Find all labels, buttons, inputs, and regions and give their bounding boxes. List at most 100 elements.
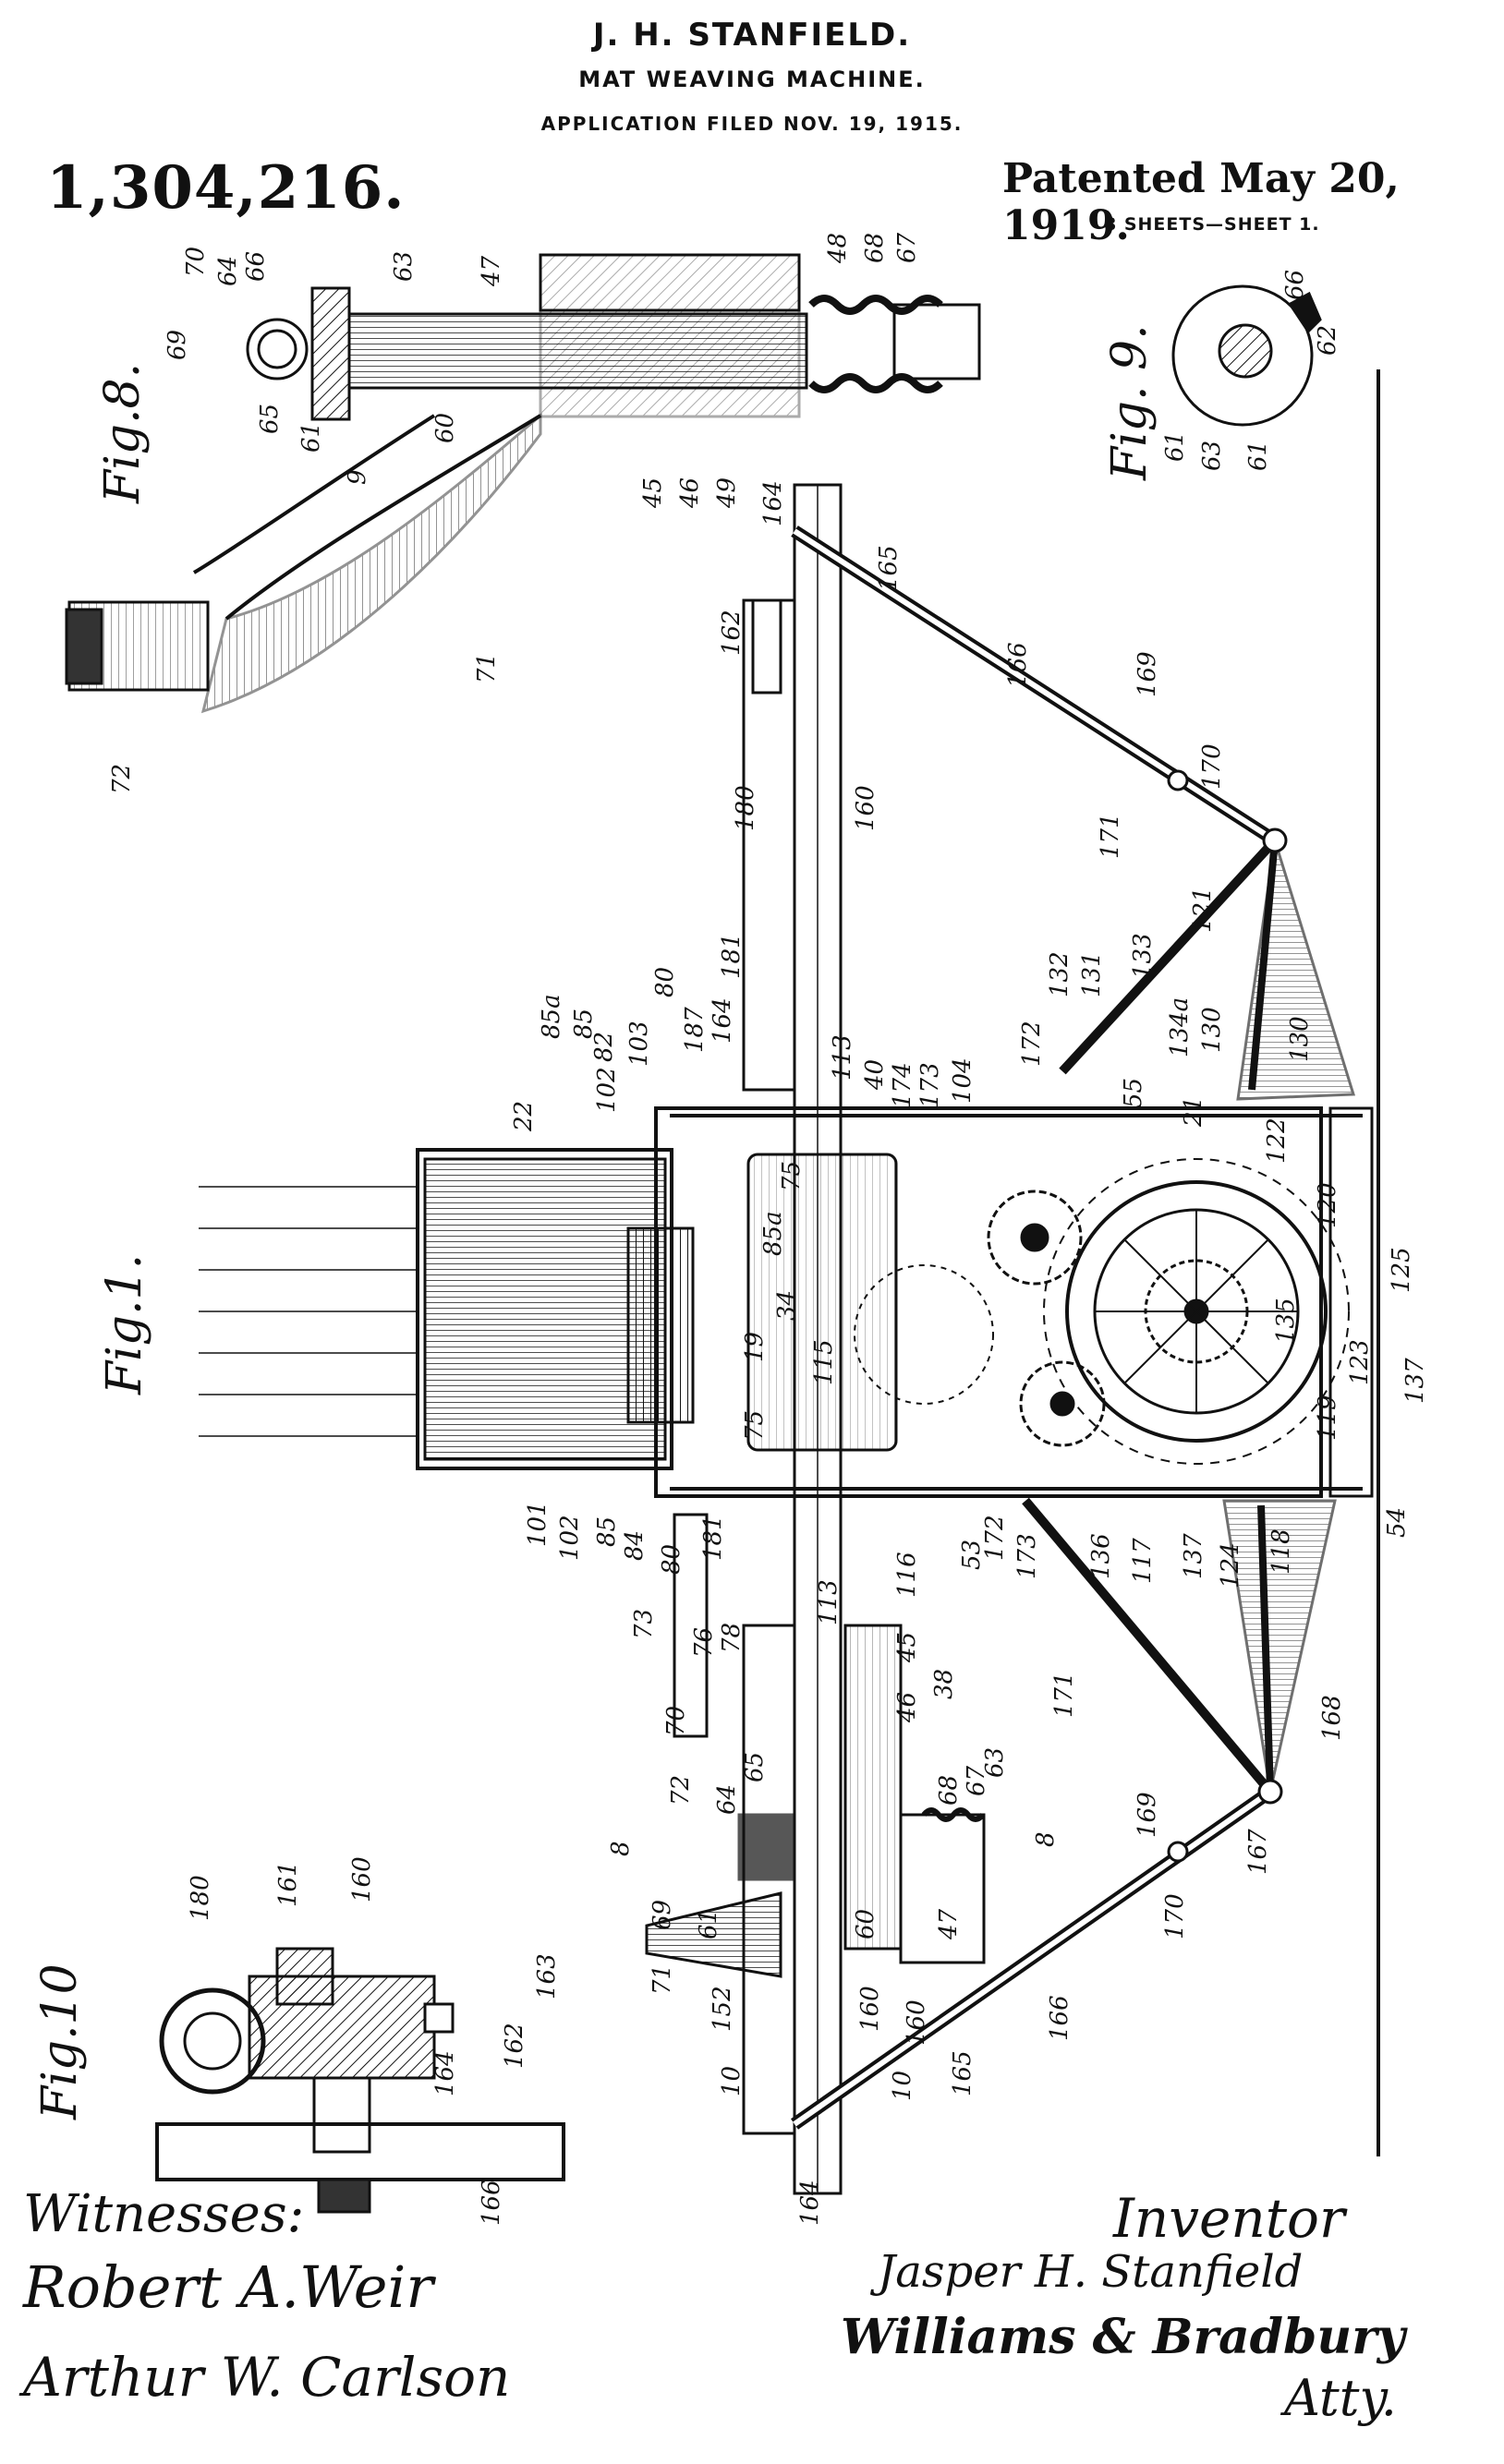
ref-numeral: 64 — [713, 1784, 741, 1815]
ref-numeral: 130 — [1198, 1007, 1226, 1053]
ref-numeral: 63 — [1198, 441, 1226, 471]
ref-numeral: 171 — [1097, 813, 1124, 859]
witness-signature-2: Arthur W. Carlson — [23, 2346, 510, 2409]
ref-numeral: 82 — [590, 1032, 618, 1062]
ref-numeral: 169 — [1134, 1792, 1161, 1838]
ref-numeral: 10 — [889, 2071, 916, 2101]
ref-numeral: 164 — [796, 2180, 824, 2226]
ref-numeral: 187 — [681, 1007, 709, 1053]
ref-numeral: 180 — [732, 785, 759, 831]
ref-numeral: 181 — [699, 1515, 727, 1561]
ref-numeral: 124 — [1217, 1542, 1244, 1588]
ref-numeral: 168 — [1318, 1695, 1346, 1741]
ref-numeral: 123 — [1346, 1339, 1374, 1385]
ref-numeral: 132 — [1046, 951, 1073, 997]
ref-numeral: 137 — [1401, 1358, 1429, 1404]
ref-numeral: 76 — [690, 1627, 718, 1658]
ref-numeral: 165 — [949, 2050, 976, 2096]
ref-numeral: 102 — [593, 1067, 621, 1113]
ref-numeral: 62 — [1314, 325, 1341, 356]
ref-numeral: 73 — [630, 1609, 658, 1639]
ref-numeral: 135 — [1272, 1298, 1300, 1344]
ref-numeral: 113 — [815, 1579, 843, 1625]
ref-numeral: 80 — [651, 967, 679, 997]
ref-numeral: 48 — [824, 233, 852, 264]
fig10-label: Fig.10 — [32, 1963, 88, 2120]
ref-numeral: 85 — [593, 1516, 621, 1547]
ref-numeral: 101 — [524, 1501, 552, 1547]
ref-numeral: 166 — [1046, 1995, 1073, 2041]
ref-numeral: 130 — [1286, 1016, 1314, 1062]
ref-numeral: 63 — [390, 251, 418, 282]
ref-numeral: 136 — [1087, 1533, 1115, 1579]
fig10-drawing — [157, 1949, 564, 2212]
ref-numeral: 137 — [1180, 1533, 1207, 1579]
ref-numeral: 166 — [1004, 642, 1032, 688]
ref-numeral: 70 — [182, 247, 210, 277]
ref-numeral: 170 — [1161, 1893, 1189, 1939]
ref-numeral: 173 — [1013, 1533, 1041, 1579]
ref-numeral: 165 — [875, 545, 903, 591]
ref-numeral: 125 — [1388, 1247, 1415, 1293]
ref-numeral: 45 — [639, 477, 667, 509]
ref-numeral: 38 — [930, 1669, 958, 1699]
ref-numeral: 72 — [108, 764, 136, 794]
ref-numeral: 103 — [625, 1021, 653, 1067]
ref-numeral: 68 — [861, 233, 889, 263]
ref-numeral: 162 — [718, 610, 746, 656]
ref-numeral: 46 — [676, 477, 704, 509]
ref-numeral: 61 — [1161, 431, 1189, 462]
inventor-label: Inventor — [1113, 2187, 1345, 2250]
ref-numeral: 120 — [1314, 1182, 1341, 1228]
witnesses-label: Witnesses: — [23, 2184, 304, 2244]
ref-numeral: 160 — [852, 785, 879, 831]
ref-numeral: 71 — [473, 653, 501, 683]
ref-numeral: 75 — [778, 1161, 806, 1191]
fig8-drawing — [67, 255, 979, 711]
ref-numeral: 8 — [1032, 1831, 1060, 1847]
ref-numeral: 163 — [533, 1953, 561, 1999]
ref-numeral: 85a — [759, 1211, 787, 1256]
fig1-drawing — [199, 369, 1378, 2193]
ref-numeral: 160 — [903, 1999, 930, 2046]
ref-numeral: 119 — [1314, 1395, 1341, 1441]
ref-numeral: 19 — [741, 1332, 769, 1362]
fig9-drawing — [1173, 286, 1320, 425]
ref-numeral: 152 — [709, 1986, 736, 2032]
fig1-label: Fig.1. — [97, 1254, 152, 1395]
inventor-signature: Jasper H. Stanfield — [878, 2246, 1303, 2298]
ref-numeral: 102 — [556, 1515, 584, 1561]
fig8-label: Fig.8. — [95, 363, 151, 504]
ref-numeral: 171 — [1050, 1672, 1078, 1718]
ref-numeral: 131 — [1078, 951, 1106, 997]
ref-numeral: 67 — [893, 232, 921, 263]
ref-numeral: 65 — [741, 1752, 769, 1782]
ref-numeral: 169 — [1134, 651, 1161, 697]
ref-numeral: 161 — [274, 1861, 302, 1907]
ref-numeral: 69 — [164, 330, 191, 360]
ref-numeral: 9 — [344, 469, 371, 485]
ref-numeral: 8 — [607, 1841, 635, 1856]
ref-numeral: 72 — [667, 1775, 695, 1806]
ref-numeral: 164 — [759, 480, 787, 526]
ref-numeral: 115 — [810, 1339, 838, 1385]
ref-numeral: 75 — [741, 1410, 769, 1441]
attorneys-signature: Williams & Bradbury — [841, 2309, 1405, 2365]
fig1-lower-reference-numerals: 73 78 76 113 45 38 46 172 171 168 70 72 … — [607, 1515, 1346, 2226]
ref-numeral: 47 — [935, 1908, 963, 1940]
ref-numeral: 162 — [501, 2023, 528, 2069]
ref-numeral: 84 — [621, 1530, 649, 1561]
ref-numeral: 49 — [713, 477, 741, 509]
ref-numeral: 174 — [889, 1062, 916, 1108]
ref-numeral: 66 — [1281, 270, 1309, 300]
ref-numeral: 172 — [981, 1515, 1009, 1561]
ref-numeral: 164 — [431, 2050, 459, 2096]
ref-numeral: 47 — [478, 255, 505, 287]
ref-numeral: 60 — [852, 1909, 879, 1939]
ref-numeral: 34 — [773, 1290, 801, 1321]
ref-numeral: 66 — [242, 251, 270, 282]
ref-numeral: 40 — [861, 1059, 889, 1091]
ref-numeral: 172 — [1018, 1021, 1046, 1067]
ref-numeral: 54 — [1383, 1507, 1411, 1538]
